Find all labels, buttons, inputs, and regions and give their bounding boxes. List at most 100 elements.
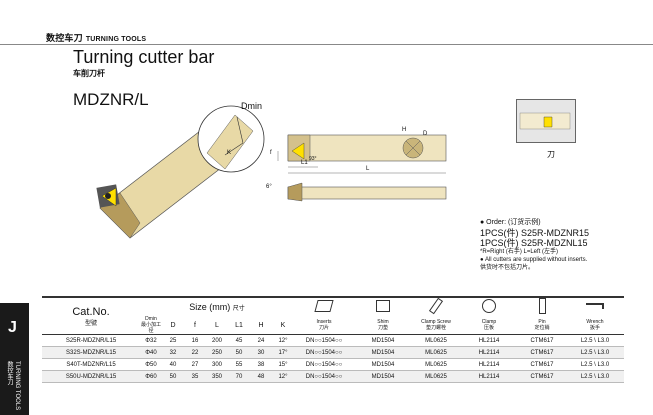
- page-subtitle: 车削刀杆: [73, 69, 105, 78]
- col-h: H: [250, 316, 272, 335]
- screw-icon: [428, 297, 444, 315]
- cat-label: Cat.No.: [72, 305, 110, 318]
- pin-label: Pin: [538, 319, 546, 325]
- cell-insert: DN○○1504○○: [294, 358, 354, 371]
- cell-clamp: HL2114: [460, 358, 518, 371]
- wrench-icon: [586, 303, 604, 309]
- k-label: K: [227, 150, 232, 156]
- clamp-screw-label: Clamp Screw: [421, 319, 451, 325]
- cell-cat: S25R-MDZNR/L15: [42, 334, 140, 347]
- angle-93-label: 93°: [309, 156, 317, 162]
- cell-clamp: HL2114: [460, 334, 518, 347]
- size-label-zh: 尺寸: [232, 306, 245, 312]
- clamp-icon: [482, 299, 496, 313]
- cell-h: 24: [250, 334, 272, 347]
- size-label: Size (mm): [189, 302, 231, 312]
- cell-l: 300: [206, 358, 228, 371]
- cell-f: 27: [184, 358, 206, 371]
- dmin-col-label-zh: 最小加工径: [140, 322, 161, 334]
- cell-cat: S40T-MDZNR/L15: [42, 358, 140, 371]
- col-f: f: [184, 316, 206, 335]
- cat-label-zh: 型號: [84, 320, 97, 327]
- cell-cat: S50U-MDZNR/L15: [42, 370, 140, 383]
- cell-shim: MD1504: [354, 346, 412, 359]
- cell-d: 40: [162, 358, 184, 371]
- header-en: TURNING TOOLS: [85, 36, 147, 43]
- cell-shim: MD1504: [354, 334, 412, 347]
- cell-d: 25: [162, 334, 184, 347]
- cell-dmin: Φ32: [140, 334, 162, 347]
- shim-label: Shim: [377, 319, 389, 325]
- cell-shim: MD1504: [354, 370, 412, 383]
- shim-icon: [376, 300, 390, 312]
- cell-h: 48: [250, 370, 272, 383]
- wrench-icon-cell: [566, 296, 624, 316]
- cell-insert: DN○○1504○○: [294, 346, 354, 359]
- section-tab: J TURNING TOOLS 数控车刀: [0, 303, 29, 415]
- cell-screw: ML0625: [412, 334, 460, 347]
- clamp-screw-label-zh: 垫刀螺栓: [425, 325, 446, 331]
- cell-insert: DN○○1504○○: [294, 334, 354, 347]
- cell-l: 350: [206, 370, 228, 383]
- cell-d: 50: [162, 370, 184, 383]
- cell-dmin: Φ60: [140, 370, 162, 383]
- cell-l1: 45: [228, 334, 250, 347]
- cat-no-header: Cat.No. 型號: [42, 296, 140, 335]
- col-l1: L1: [228, 316, 250, 335]
- order-line-3: *R=Right (右手) L=Left (左手): [480, 249, 559, 255]
- pin-label-zh: 定位销: [534, 325, 550, 331]
- cell-clamp: HL2114: [460, 370, 518, 383]
- cell-wrench: L2.5 \ L3.0: [566, 370, 624, 383]
- order-line-1: 1PCS(件) S25R-MDZNR15: [480, 228, 590, 238]
- cell-l1: 50: [228, 346, 250, 359]
- cell-k: 12°: [272, 334, 294, 347]
- table-row: S32S-MDZNR/L15 Φ40 32 22 250 50 30 17° D…: [42, 346, 624, 359]
- section-tab-text: TURNING TOOLS 数控车刀: [6, 361, 20, 411]
- cell-wrench: L2.5 \ L3.0: [566, 334, 624, 347]
- cell-f: 16: [184, 334, 206, 347]
- cell-clamp: HL2114: [460, 346, 518, 359]
- cell-screw: ML0625: [412, 346, 460, 359]
- cell-pin: CTM617: [518, 334, 566, 347]
- order-line-2: 1PCS(件) S25R-MDZNL15: [480, 238, 588, 248]
- inserts-label-zh: 刀片: [318, 325, 329, 331]
- header-zh: 数控车刀: [46, 33, 83, 43]
- insert-icon: [314, 300, 334, 312]
- cell-l: 200: [206, 334, 228, 347]
- tool-drawing: [277, 134, 447, 202]
- turn-direction-icon: 刀: [547, 150, 555, 159]
- size-header: Size (mm) 尺寸: [140, 296, 294, 316]
- cell-wrench: L2.5 \ L3.0: [566, 346, 624, 359]
- order-note-2: 供货时不包括刀片。: [480, 265, 535, 271]
- shim-label-zh: 刀垫: [377, 325, 388, 331]
- cell-cat: S32S-MDZNR/L15: [42, 346, 140, 359]
- cell-insert: DN○○1504○○: [294, 370, 354, 383]
- page-title: Turning cutter bar: [73, 47, 215, 67]
- model-name: MDZNR/L: [73, 90, 149, 109]
- d-label: D: [423, 131, 428, 137]
- pin-icon-cell: [518, 296, 566, 316]
- inserts-icon-cell: [294, 296, 354, 316]
- col-k: K: [272, 316, 294, 335]
- cell-screw: ML0625: [412, 370, 460, 383]
- angle-6-label: 6°: [266, 184, 272, 190]
- wrench-label-zh: 扳手: [589, 325, 600, 331]
- section-letter: J: [8, 319, 17, 336]
- spec-table-body: S25R-MDZNR/L15 Φ32 25 16 200 45 24 12° D…: [42, 334, 624, 383]
- cell-f: 35: [184, 370, 206, 383]
- clamp-icon-cell: [460, 296, 518, 316]
- detail-circle: [197, 105, 265, 173]
- col-l: L: [206, 316, 228, 335]
- table-row: S25R-MDZNR/L15 Φ32 25 16 200 45 24 12° D…: [42, 334, 624, 347]
- clamp-label: Clamp: [481, 319, 497, 325]
- cell-l: 250: [206, 346, 228, 359]
- cell-dmin: Φ40: [140, 346, 162, 359]
- col-d: D: [162, 316, 184, 335]
